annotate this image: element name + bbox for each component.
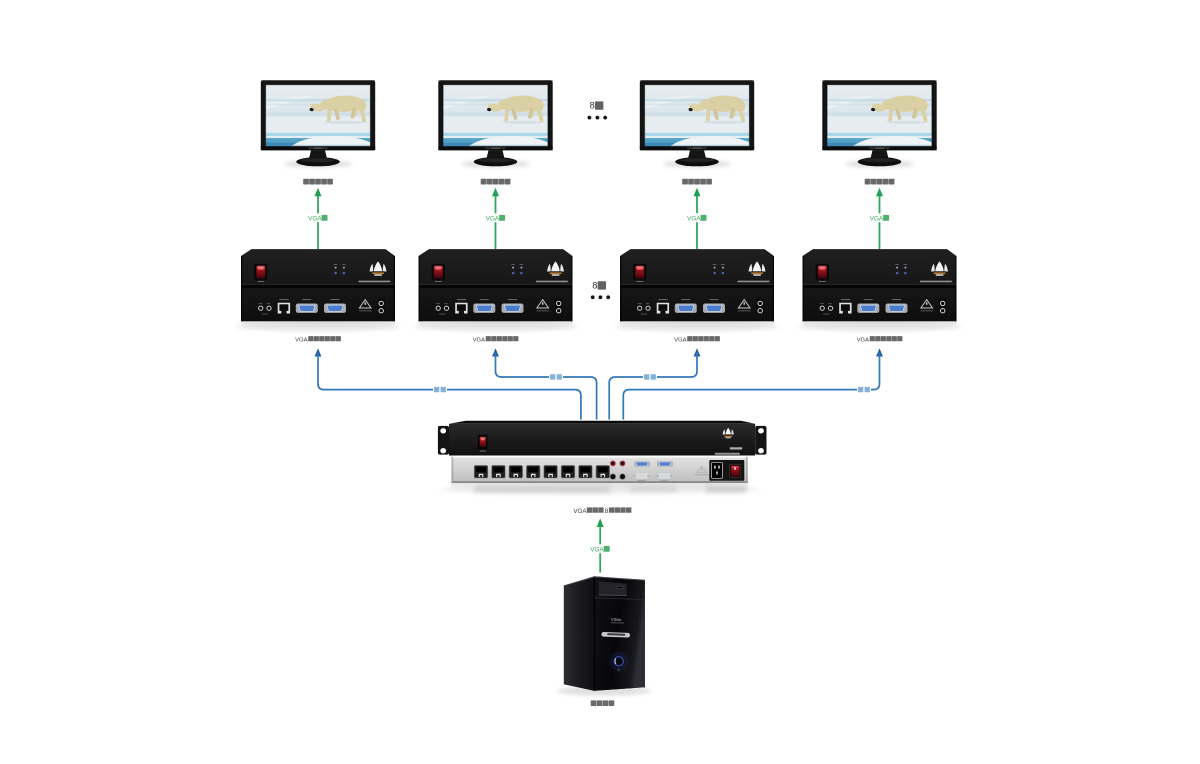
svg-text:VStar: VStar — [611, 617, 622, 622]
svg-text:VGA: VGA — [590, 547, 604, 554]
svg-text:VGA: VGA — [573, 508, 587, 515]
svg-text:8: 8 — [605, 508, 609, 515]
svg-text:8: 8 — [590, 101, 595, 111]
svg-text:8: 8 — [592, 280, 597, 290]
